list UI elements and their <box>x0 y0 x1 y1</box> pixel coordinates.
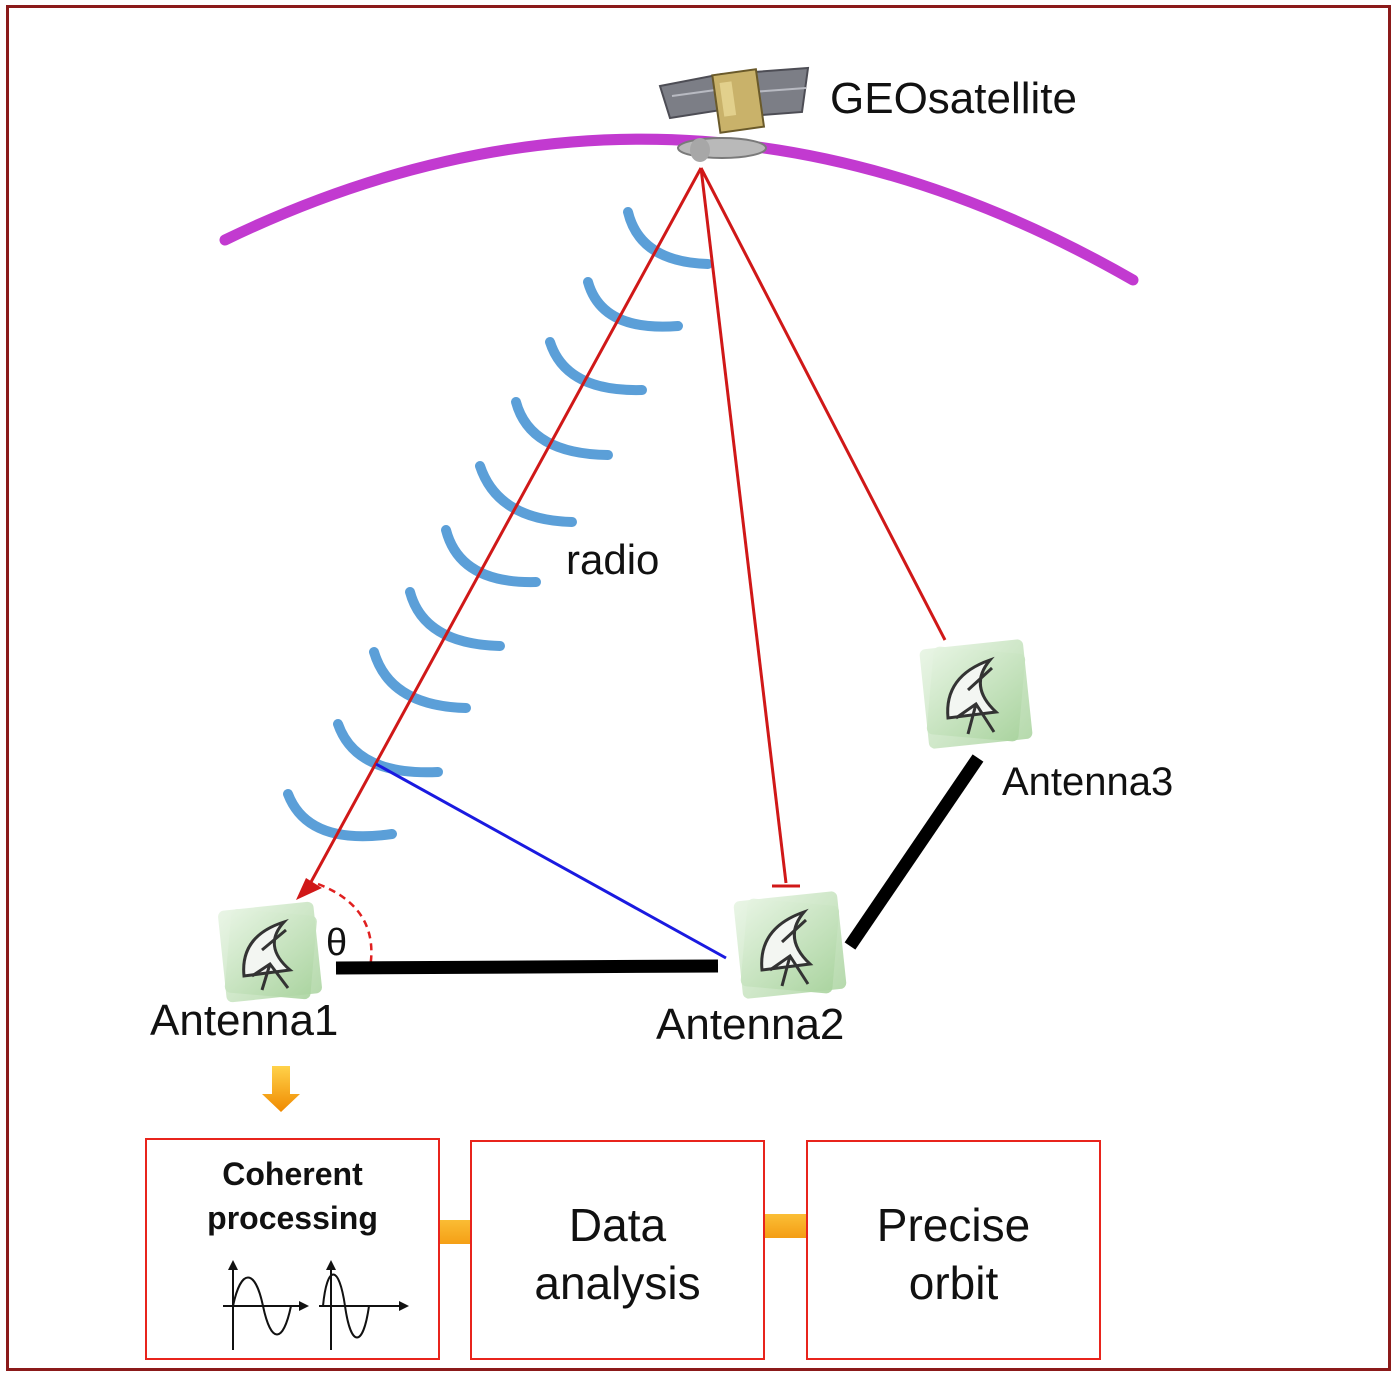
theta-label: θ <box>326 922 348 964</box>
coherent-processing-title: Coherent processing <box>147 1152 438 1240</box>
down-arrow-icon <box>262 1066 300 1112</box>
signal-line-antenna3 <box>699 167 947 641</box>
data-analysis-text: Data analysis <box>472 1196 763 1312</box>
radio-waves <box>283 207 713 842</box>
radio-wave-arc <box>333 719 443 778</box>
radio-wave-arc <box>405 587 505 651</box>
baseline-antenna1-antenna2 <box>335 959 719 975</box>
signal-line-antenna1 <box>303 167 703 894</box>
data-analysis-box: Data analysis <box>470 1140 765 1360</box>
baseline-antenna2-antenna3 <box>844 754 984 950</box>
signal-arrowhead-antenna1 <box>296 878 322 900</box>
radio-wave-arc <box>475 461 577 527</box>
coherent-processing-line2: processing <box>207 1200 378 1236</box>
satellite-dish-icon <box>919 639 1033 749</box>
precise-orbit-text: Precise orbit <box>808 1196 1099 1312</box>
satellite-dish-icon <box>218 901 322 1003</box>
antenna1-label: Antenna1 <box>150 996 339 1045</box>
antenna3-label: Antenna3 <box>1002 760 1174 804</box>
radio-label: radio <box>566 536 660 583</box>
radio-wave-arc <box>511 397 613 460</box>
radio-wave-arc <box>545 337 647 396</box>
radio-wave-arc <box>623 207 713 269</box>
data-analysis-line2: analysis <box>534 1257 701 1309</box>
precise-orbit-box: Precise orbit <box>806 1140 1101 1360</box>
radio-wave-arc <box>369 647 471 713</box>
signal-line-antenna2 <box>699 167 788 884</box>
satellite-dish-icon <box>733 891 847 999</box>
signal-lines <box>303 167 947 894</box>
radio-wave-arc <box>283 789 397 842</box>
data-analysis-line1: Data <box>568 1199 667 1251</box>
satellite-icon <box>658 66 810 162</box>
precise-orbit-line2: orbit <box>908 1257 999 1309</box>
coherent-processing-line1: Coherent <box>222 1156 363 1192</box>
projection-line <box>375 762 727 960</box>
geo-orbit-arc <box>219 133 1139 286</box>
theta-angle-arc <box>317 882 373 969</box>
precise-orbit-line1: Precise <box>876 1199 1031 1251</box>
satellite-label: GEOsatellite <box>830 74 1077 123</box>
coherent-processing-box: Coherent processing <box>145 1138 440 1360</box>
antenna2-label: Antenna2 <box>656 1000 845 1049</box>
radio-wave-arc <box>583 277 683 332</box>
radio-wave-arc <box>441 525 541 588</box>
sine-wave-icon <box>223 1260 409 1350</box>
diagram-frame <box>6 5 1391 1371</box>
